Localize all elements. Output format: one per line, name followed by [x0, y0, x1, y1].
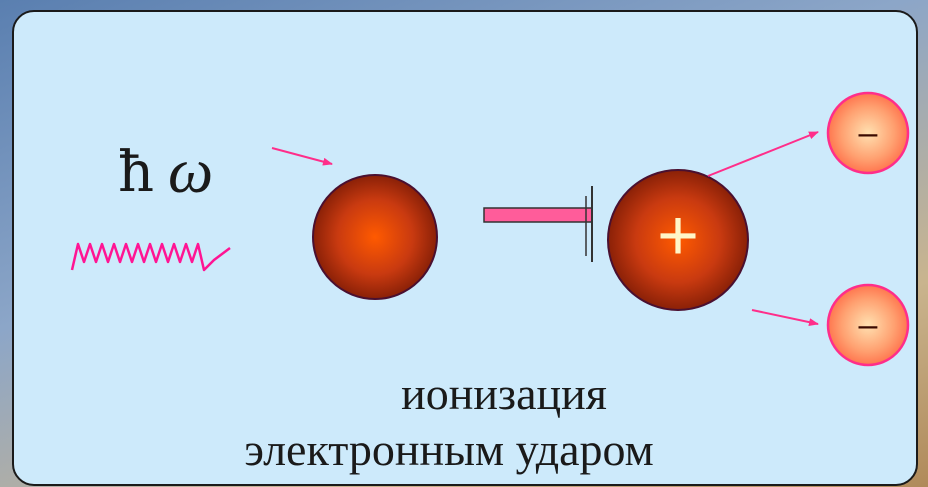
photon-wave	[70, 242, 231, 272]
caption-line-2: электронным ударом	[244, 424, 654, 475]
transition-arrow	[483, 186, 593, 262]
neutral-atom	[312, 174, 438, 300]
electron-bottom	[826, 283, 910, 367]
positive-ion	[607, 169, 749, 311]
electron-arrow-top	[707, 131, 819, 177]
photon-arrow	[271, 147, 333, 166]
omega-symbol: ω	[168, 135, 214, 206]
electron-top-charge-label: –	[858, 114, 878, 152]
electron-top	[826, 91, 910, 175]
hbar-symbol: ħ	[118, 140, 155, 205]
ion-charge-label: +	[656, 196, 700, 276]
electron-bottom-charge-label: –	[858, 306, 878, 344]
caption-line-1: ионизация	[401, 368, 607, 419]
electron-arrow-bottom	[751, 309, 819, 327]
